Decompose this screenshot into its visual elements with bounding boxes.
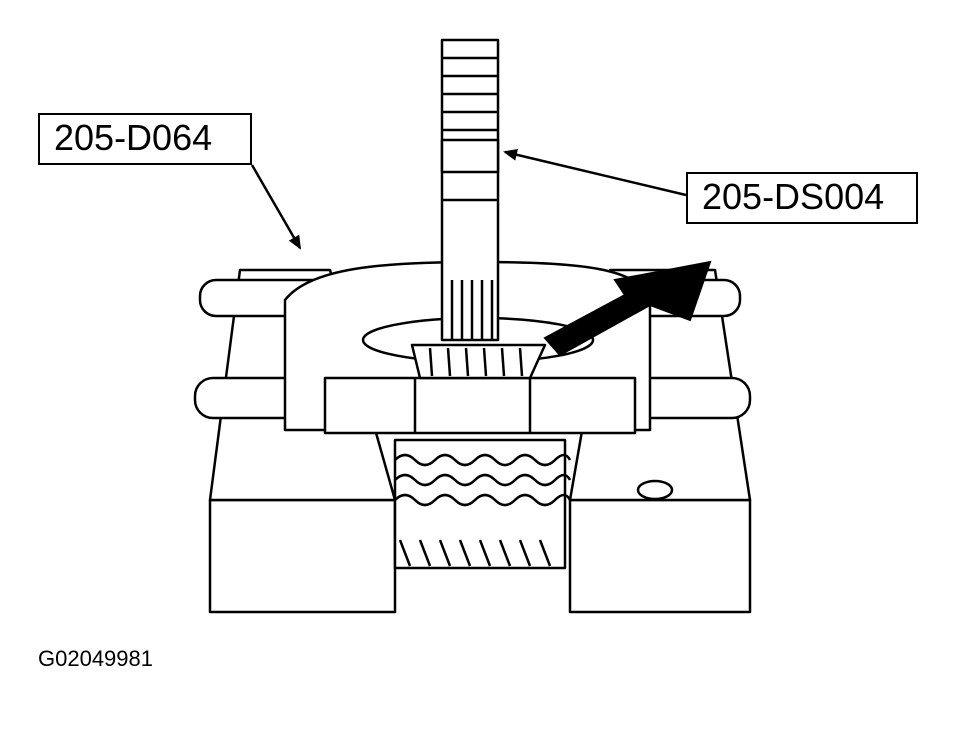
leader-line-splitter	[250, 164, 302, 250]
bearing	[410, 343, 547, 380]
shaft-installer	[440, 38, 500, 342]
bearing-splitter	[283, 260, 652, 435]
figure-id-label: G02049981	[38, 646, 153, 671]
press-direction-arrow	[543, 260, 712, 357]
leader-line-installer	[503, 148, 687, 197]
callout-bearing-splitter: 205-D064	[38, 113, 252, 165]
gear-stack	[393, 438, 572, 570]
callout-installer: 205-DS004	[686, 172, 918, 224]
